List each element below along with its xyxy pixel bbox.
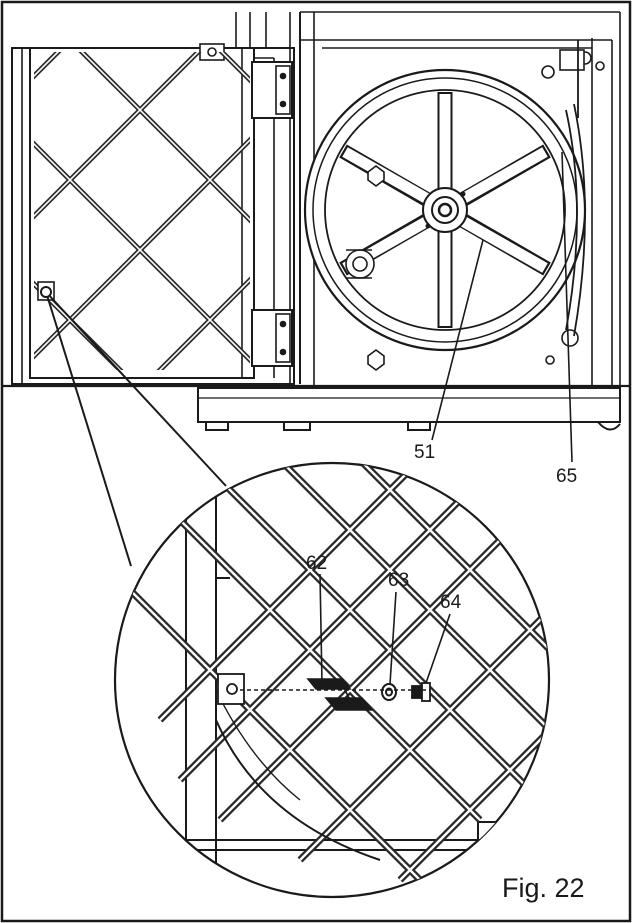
door-catch <box>217 673 245 705</box>
callout-62: 62 <box>306 553 327 574</box>
machine-overview <box>2 11 630 420</box>
saw-blade <box>565 40 586 337</box>
callout-51: 51 <box>414 442 435 463</box>
callout-64: 64 <box>440 592 462 613</box>
washer-63 <box>381 683 397 701</box>
bracket-62 <box>306 678 374 711</box>
callout-leaders <box>319 151 573 685</box>
figure-caption: Fig. 22 <box>502 873 585 903</box>
callout-65: 65 <box>556 466 577 487</box>
band-wheel <box>303 68 587 352</box>
screw-64 <box>411 682 431 702</box>
callout-63: 63 <box>388 570 409 591</box>
machine-base <box>197 387 621 431</box>
magnifier-leader <box>40 286 227 567</box>
drive-gear <box>345 249 375 279</box>
